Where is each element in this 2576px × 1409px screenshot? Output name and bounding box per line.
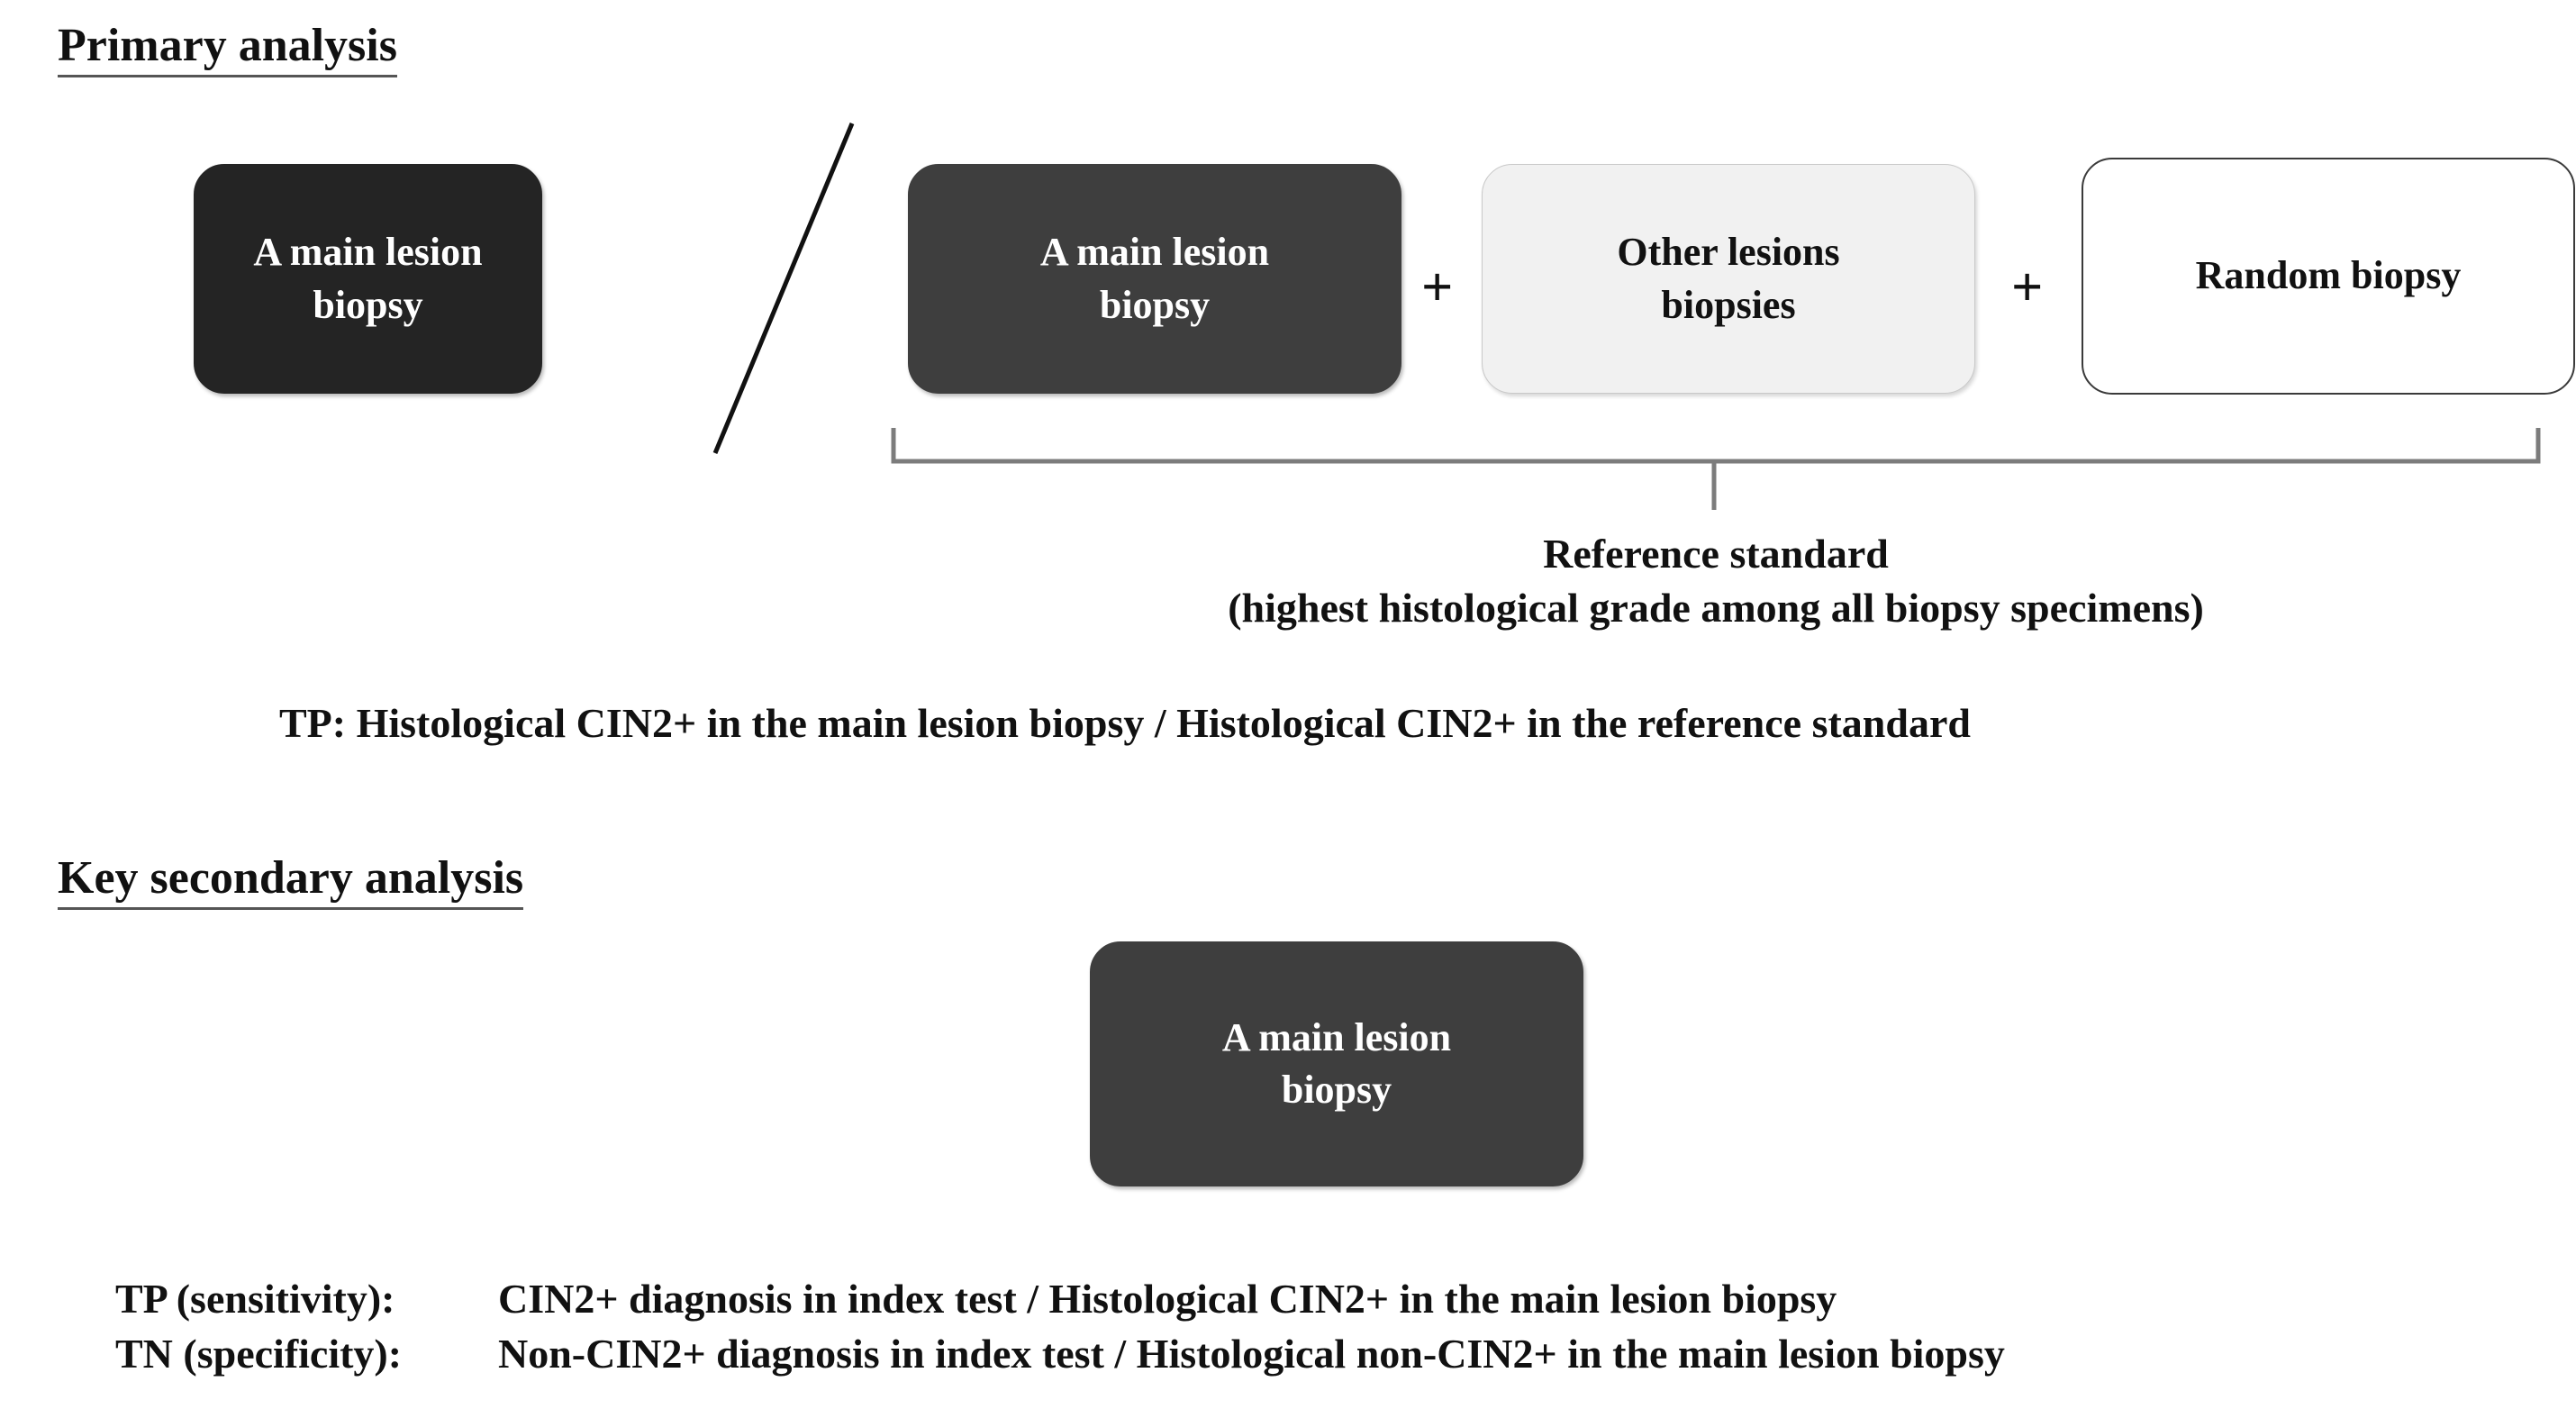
secondary-metrics-list: TP (sensitivity): CIN2+ diagnosis in ind… xyxy=(115,1272,2005,1381)
metric-value-sensitivity: CIN2+ diagnosis in index test / Histolog… xyxy=(498,1276,1837,1322)
section-heading-secondary: Key secondary analysis xyxy=(58,853,524,910)
box-random-biopsy: Random biopsy xyxy=(2082,158,2575,395)
reference-caption-line-1: Reference standard xyxy=(1543,531,1889,577)
plus-operator-1: + xyxy=(1421,257,1454,318)
metric-key-specificity: TN (specificity): xyxy=(115,1330,403,1377)
reference-standard-bracket-icon xyxy=(891,428,2541,510)
plus-operator-2: + xyxy=(2011,257,2044,318)
section-heading-primary: Primary analysis xyxy=(58,21,397,77)
reference-caption-line-2: (highest histological grade among all bi… xyxy=(1228,584,2204,631)
primary-tp-definition: TP: Histological CIN2+ in the main lesio… xyxy=(279,700,1971,746)
separator-slash-icon xyxy=(712,123,855,454)
metric-row: TP (sensitivity): CIN2+ diagnosis in ind… xyxy=(115,1272,2005,1327)
metric-key-sensitivity: TP (sensitivity): xyxy=(115,1276,395,1322)
metric-value-specificity: Non-CIN2+ diagnosis in index test / Hist… xyxy=(498,1330,2005,1377)
box-label: Random biopsy xyxy=(2195,253,2462,298)
reference-standard-caption: Reference standard (highest histological… xyxy=(887,527,2544,635)
metric-row: TN (specificity): Non-CIN2+ diagnosis in… xyxy=(115,1327,2005,1382)
